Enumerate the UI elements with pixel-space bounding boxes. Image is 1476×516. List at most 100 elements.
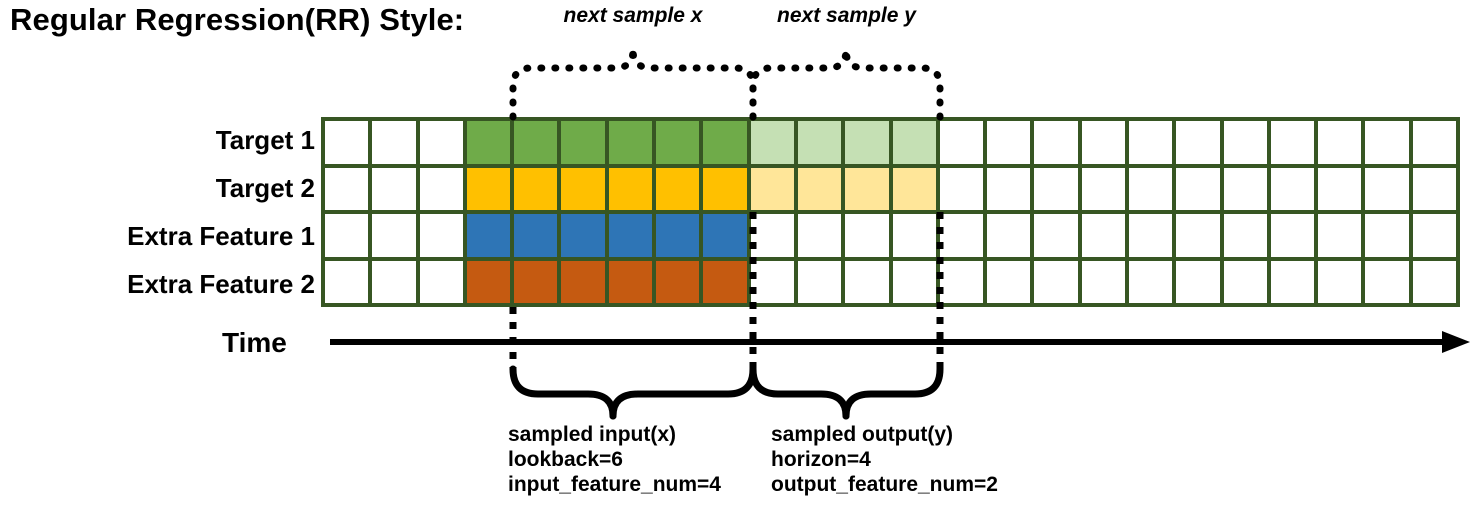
grid-cell-extra-feature-1-10 [797, 214, 842, 257]
grid-cell-extra-feature-1-16 [1081, 214, 1125, 257]
caption-output-line-2: horizon=4 [771, 448, 871, 471]
grid-cell-target-1-2 [419, 121, 463, 164]
row-label-extra-feature-1: Extra Feature 1 [127, 221, 315, 251]
grid-cell-target-2-3 [466, 167, 511, 210]
grid-cell-extra-feature-1-0 [325, 214, 369, 257]
grid-cell-extra-feature-2-0 [325, 260, 369, 303]
grid-cell-target-1-13 [939, 121, 984, 164]
grid-cell-extra-feature-1-5 [561, 214, 605, 257]
grid-cell-extra-feature-2-19 [1223, 260, 1267, 303]
grid-cell-target-2-5 [561, 167, 605, 210]
grid-cell-target-1-11 [845, 121, 889, 164]
grid-cell-extra-feature-2-7 [656, 260, 700, 303]
grid-cell-target-2-21 [1318, 167, 1362, 210]
time-axis-arrow [330, 331, 1470, 353]
grid-cell-target-1-6 [608, 121, 653, 164]
grid-cell-extra-feature-2-16 [1081, 260, 1125, 303]
grid-cell-extra-feature-2-4 [514, 260, 558, 303]
grid-cell-extra-feature-2-1 [372, 260, 416, 303]
grid-cell-target-1-0 [325, 121, 369, 164]
grid-cell-target-1-21 [1318, 121, 1362, 164]
grid-cell-target-1-23 [1412, 121, 1456, 164]
grid-cell-target-2-9 [750, 167, 794, 210]
grid-cell-target-2-11 [845, 167, 889, 210]
grid-cell-extra-feature-2-3 [466, 260, 511, 303]
grid-cell-target-2-18 [1176, 167, 1220, 210]
grid-cell-extra-feature-2-14 [987, 260, 1031, 303]
grid-cell-extra-feature-1-17 [1128, 214, 1173, 257]
grid-cell-extra-feature-1-23 [1412, 214, 1456, 257]
grid-cell-target-1-19 [1223, 121, 1267, 164]
grid-cell-target-1-4 [514, 121, 558, 164]
grid-cell-extra-feature-1-14 [987, 214, 1031, 257]
grid-cell-extra-feature-1-7 [656, 214, 700, 257]
grid-cell-target-2-22 [1365, 167, 1409, 210]
grid-cell-target-2-7 [656, 167, 700, 210]
grid-cell-target-1-14 [987, 121, 1031, 164]
grid-cell-extra-feature-1-11 [845, 214, 889, 257]
grid-cell-target-2-1 [372, 167, 416, 210]
grid-cell-target-2-19 [1223, 167, 1267, 210]
grid-cell-extra-feature-1-3 [466, 214, 511, 257]
grid-cell-target-2-17 [1128, 167, 1173, 210]
grid-cell-target-2-14 [987, 167, 1031, 210]
grid-cell-extra-feature-2-18 [1176, 260, 1220, 303]
grid-cell-target-1-22 [1365, 121, 1409, 164]
grid-cell-extra-feature-1-15 [1034, 214, 1078, 257]
grid-cell-extra-feature-2-22 [1365, 260, 1409, 303]
grid-cell-target-1-12 [892, 121, 936, 164]
grid-cell-extra-feature-1-12 [892, 214, 936, 257]
time-axis-label: Time [222, 327, 287, 358]
grid-cell-target-2-8 [703, 167, 747, 210]
grid-cell-target-1-1 [372, 121, 416, 164]
grid-cell-extra-feature-2-2 [419, 260, 463, 303]
caption-sampled-output: sampled output(y) horizon=4 output_featu… [771, 422, 998, 497]
grid-cell-extra-feature-2-13 [939, 260, 984, 303]
grid-cell-target-2-6 [608, 167, 653, 210]
grid-cell-extra-feature-1-20 [1270, 214, 1315, 257]
grid-cell-target-2-2 [419, 167, 463, 210]
grid-cell-extra-feature-2-17 [1128, 260, 1173, 303]
grid-cell-extra-feature-2-20 [1270, 260, 1315, 303]
grid-cell-extra-feature-1-22 [1365, 214, 1409, 257]
grid-cell-target-2-23 [1412, 167, 1456, 210]
grid-cell-extra-feature-1-4 [514, 214, 558, 257]
grid-cell-target-2-16 [1081, 167, 1125, 210]
caption-input-line-3: input_feature_num=4 [508, 473, 721, 496]
grid-cell-extra-feature-2-11 [845, 260, 889, 303]
grid-cell-target-1-18 [1176, 121, 1220, 164]
grid-cell-target-2-15 [1034, 167, 1078, 210]
caption-input-line-2: lookback=6 [508, 448, 623, 471]
grid-cell-target-2-13 [939, 167, 984, 210]
grid-cell-extra-feature-2-9 [750, 260, 794, 303]
grid-cell-extra-feature-1-1 [372, 214, 416, 257]
caption-output-line-3: output_feature_num=2 [771, 473, 998, 496]
grid-cell-extra-feature-1-13 [939, 214, 984, 257]
grid-cell-target-2-12 [892, 167, 936, 210]
label-next-sample-x: next sample x [563, 4, 703, 27]
row-label-extra-feature-2: Extra Feature 2 [127, 269, 315, 299]
timeseries-grid [321, 117, 1460, 307]
grid-cell-target-1-15 [1034, 121, 1078, 164]
grid-cell-target-1-16 [1081, 121, 1125, 164]
page-title: Regular Regression(RR) Style: [10, 2, 465, 37]
grid-cell-extra-feature-2-5 [561, 260, 605, 303]
grid-cell-extra-feature-1-8 [703, 214, 747, 257]
grid-cell-extra-feature-2-6 [608, 260, 653, 303]
grid-cell-target-1-9 [750, 121, 794, 164]
row-label-target-1: Target 1 [215, 125, 315, 155]
grid-cell-target-2-20 [1270, 167, 1315, 210]
caption-sampled-input: sampled input(x) lookback=6 input_featur… [508, 422, 721, 497]
grid-cell-extra-feature-2-21 [1318, 260, 1362, 303]
label-next-sample-y: next sample y [777, 4, 916, 27]
grid-cell-extra-feature-1-9 [750, 214, 794, 257]
grid-cell-extra-feature-2-12 [892, 260, 936, 303]
grid-cell-target-1-7 [656, 121, 700, 164]
grid-cell-target-1-3 [466, 121, 511, 164]
grid-cell-extra-feature-1-18 [1176, 214, 1220, 257]
grid-cell-extra-feature-2-10 [797, 260, 842, 303]
grid-cell-extra-feature-2-23 [1412, 260, 1456, 303]
grid-cell-extra-feature-1-2 [419, 214, 463, 257]
caption-output-line-1: sampled output(y) [771, 423, 953, 446]
